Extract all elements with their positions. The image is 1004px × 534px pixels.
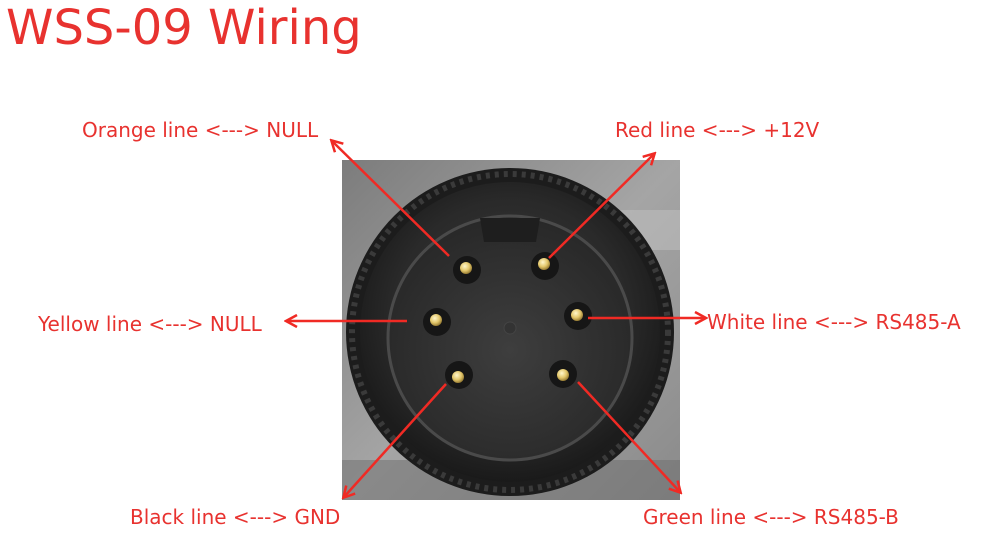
pin-white	[564, 302, 592, 330]
label-orange-line: Orange line <---> NULL	[82, 118, 319, 142]
pin-green	[549, 360, 577, 388]
label-red-line: Red line <---> +12V	[615, 118, 820, 142]
label-white-line: White line <---> RS485-A	[707, 310, 961, 334]
label-yellow-line: Yellow line <---> NULL	[38, 312, 262, 336]
key-notch	[480, 218, 540, 242]
pin-red	[531, 252, 559, 280]
pin-black	[445, 361, 473, 389]
label-black-line: Black line <---> GND	[130, 505, 341, 529]
pin-orange	[453, 256, 481, 284]
page-title: WSS-09 Wiring	[6, 0, 362, 56]
connector-photo	[342, 160, 680, 500]
pin-yellow	[423, 308, 451, 336]
connector-face	[388, 216, 632, 460]
label-green-line: Green line <---> RS485-B	[643, 505, 899, 529]
